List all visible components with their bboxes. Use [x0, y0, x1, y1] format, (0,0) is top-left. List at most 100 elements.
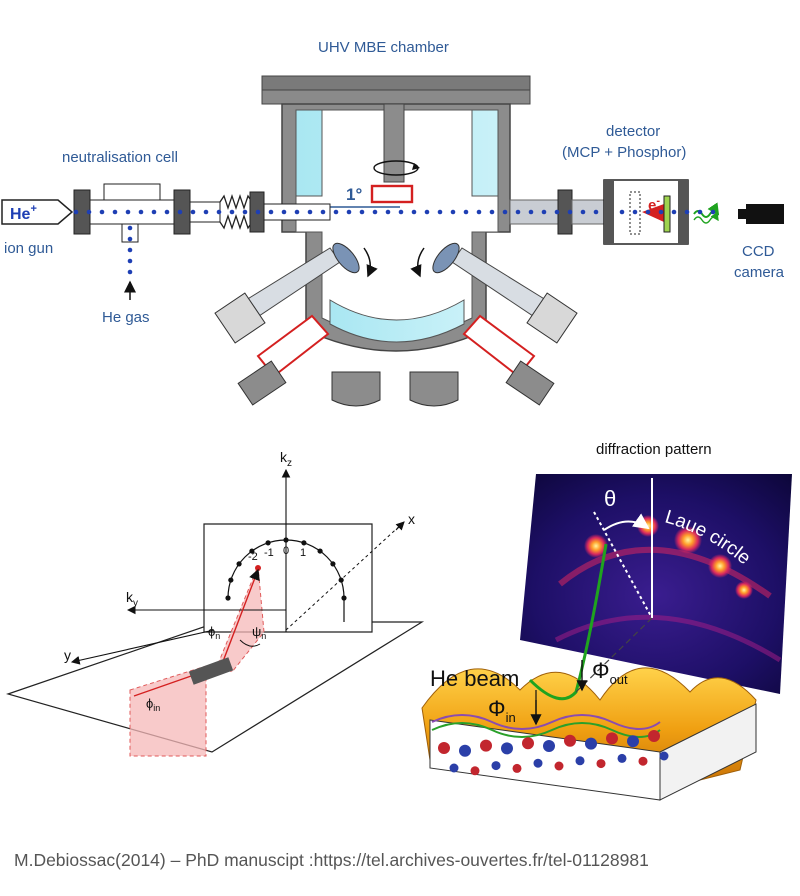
beam-dot — [385, 209, 391, 215]
he-beam-label: He beam — [430, 666, 519, 691]
detector-label-line1: detector — [606, 123, 660, 140]
detector-label-line2: (MCP + Phosphor) — [562, 144, 686, 161]
phi-n-label: ϕn — [208, 624, 220, 641]
ccd-camera-lens — [738, 209, 746, 219]
order-dot — [330, 561, 336, 567]
ion-gun-body — [1, 199, 74, 225]
beam-dot — [294, 209, 300, 215]
x-axis-tip — [395, 521, 405, 531]
atom — [564, 734, 576, 747]
order-dot — [265, 540, 271, 546]
y-label: y — [64, 647, 71, 663]
atom — [617, 753, 627, 763]
atom — [606, 732, 618, 745]
laue-circle-spots — [554, 515, 782, 663]
x-label: x — [408, 511, 415, 527]
beam-dot — [307, 209, 313, 215]
order-label-m1: -1 — [264, 547, 274, 559]
atom — [648, 730, 660, 742]
beam-dot — [697, 209, 703, 215]
beam-dot — [164, 209, 170, 215]
beam-dot — [255, 209, 261, 215]
beam-dot — [177, 209, 183, 215]
atom — [533, 758, 543, 768]
atom — [491, 761, 501, 771]
beam-dot — [112, 209, 118, 215]
atom — [596, 759, 606, 769]
kz-label: kz — [280, 449, 292, 469]
beam-dot — [359, 209, 365, 215]
helium-beam — [73, 209, 716, 215]
order-dot — [249, 548, 255, 554]
effusion-cell-left — [214, 242, 360, 406]
atom — [554, 761, 564, 771]
beam-dot — [99, 209, 105, 215]
bellows — [219, 193, 253, 231]
he-gas-label: He gas — [102, 309, 150, 326]
electron-label: e- — [648, 195, 660, 214]
order-dot — [228, 577, 234, 583]
scattering-geometry: kz x ky y ϕn ψn ϕin -2 -1 0 1 — [5, 449, 425, 757]
electron-cone — [642, 204, 664, 222]
y-axis — [70, 629, 215, 665]
cell-gas-inlet — [121, 223, 139, 243]
beam-dot — [476, 209, 482, 215]
gas-dot — [127, 258, 133, 264]
atom — [501, 742, 513, 755]
detector-flange-front — [604, 180, 614, 244]
beam-dot — [125, 209, 131, 215]
phi-out-label-big: Φout — [592, 658, 628, 687]
surface-right-side — [659, 703, 757, 801]
phi-in-label-big: Φin — [488, 696, 516, 725]
neutralisation-cell: neutralisation cell He gas — [62, 149, 191, 326]
beam-dot — [567, 209, 573, 215]
atom — [512, 763, 522, 773]
helium-gas-stream — [127, 225, 133, 275]
beam-dot — [190, 209, 196, 215]
beam-dot — [73, 209, 79, 215]
beam-dot — [450, 209, 456, 215]
source-credit: M.Debiossac(2014) – PhD manuscipt :https… — [14, 850, 649, 870]
beam-dot — [138, 209, 144, 215]
diffraction-orders — [225, 537, 347, 601]
beam-dot — [346, 209, 352, 215]
beam-dot — [242, 209, 248, 215]
order-dot — [341, 595, 347, 601]
beam-dot — [333, 209, 339, 215]
order-label-0: 0 — [283, 545, 289, 557]
detector-gate — [571, 199, 605, 225]
beam-dot — [463, 209, 469, 215]
ky-label: ky — [126, 589, 138, 609]
gas-dot — [127, 236, 133, 242]
beam-dot — [151, 209, 157, 215]
gas-dot — [127, 225, 133, 231]
surface-plane — [5, 621, 425, 753]
beam-dot — [86, 209, 92, 215]
atom — [543, 740, 555, 752]
beam-dot — [554, 209, 560, 215]
theta-label: θ — [604, 486, 616, 511]
psi-n-label: ψn — [252, 624, 266, 641]
beam-dot — [632, 209, 638, 215]
chamber-bottom-cryopanel — [329, 299, 465, 343]
he-beam-trajectory — [528, 543, 608, 701]
manipulator-rod — [383, 103, 405, 183]
beam-dot — [216, 209, 222, 215]
atom — [438, 742, 450, 754]
beam-dot — [710, 209, 716, 215]
sample-holder — [370, 184, 414, 204]
beam-dot — [658, 209, 664, 215]
atom — [459, 744, 471, 757]
order-dot — [236, 561, 242, 567]
neutralisation-cell-label: neutralisation cell — [62, 149, 178, 166]
order-label-1: 1 — [300, 547, 306, 559]
atom — [585, 737, 597, 750]
potential-contours-2 — [431, 722, 661, 738]
beam-dot — [320, 209, 326, 215]
beam-dot — [671, 209, 677, 215]
incidence-plane — [129, 665, 207, 757]
phosphor-screen — [663, 195, 671, 233]
atom — [480, 739, 492, 752]
atom — [449, 763, 459, 773]
